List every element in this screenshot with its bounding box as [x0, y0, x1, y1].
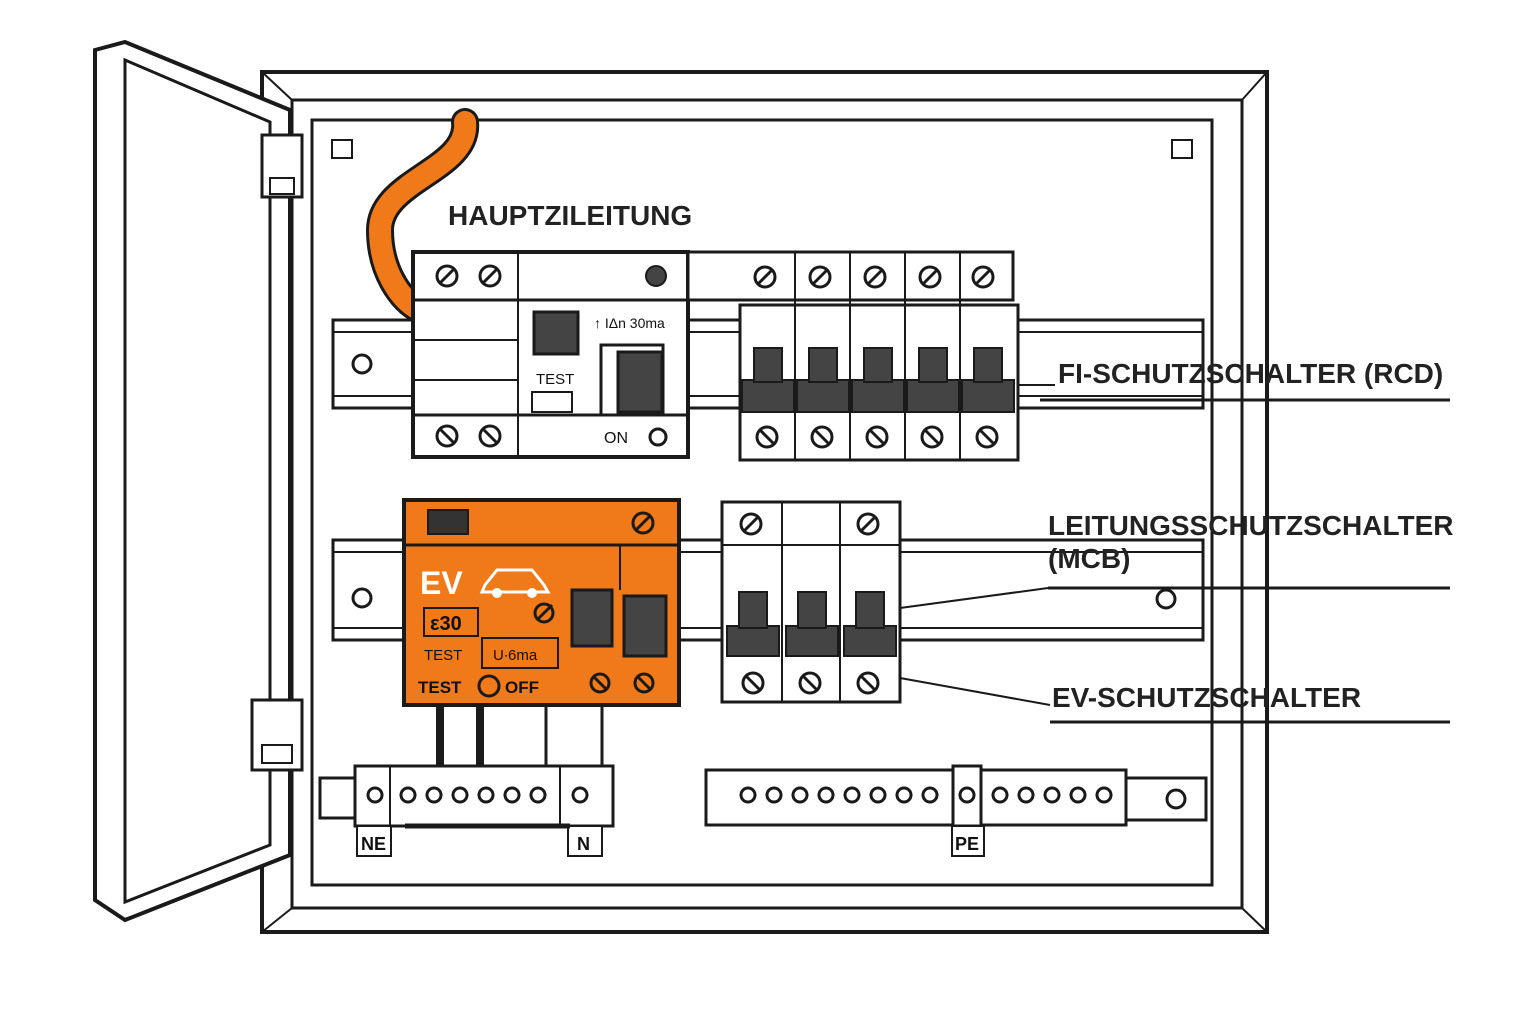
ev-mcb-1[interactable] — [726, 591, 780, 695]
pe-terminal-block: PE — [704, 764, 1208, 857]
ev-mcb-3[interactable] — [843, 591, 897, 695]
door-hinge-icon — [250, 133, 304, 772]
label-rcd: FI-SCHUTZSCHALTER (RCD) — [1058, 358, 1443, 389]
label-mcb-line1: LEITUNGSSCHUTZSCHALTER — [1048, 510, 1453, 541]
rcd-test-button[interactable] — [532, 310, 580, 356]
rcd-test-label: TEST — [536, 371, 574, 388]
terminal-n-label: N — [577, 834, 590, 854]
rcd-rating: ↑ IΔn 30ma — [594, 315, 665, 331]
car-icon — [479, 568, 551, 598]
rcd-main-lever[interactable] — [616, 350, 664, 414]
label-main-supply: HAUPTZILEITUNG — [448, 200, 692, 231]
cabinet-door[interactable] — [93, 39, 304, 923]
terminal-pe-label: PE — [955, 834, 979, 854]
indicator-dot — [645, 265, 667, 287]
rcd-on-label: ON — [604, 430, 628, 447]
ev-test-small-label: TEST — [424, 647, 462, 664]
screw-icon — [435, 264, 502, 448]
rcd-module[interactable]: ↑ IΔn 30ma TEST ON — [411, 250, 690, 459]
mcb-breaker-2[interactable] — [796, 252, 851, 460]
label-mcb-line2: (MCB) — [1048, 543, 1130, 574]
mcb-breaker-5[interactable] — [961, 265, 1015, 449]
ev-output-cables — [436, 705, 604, 770]
ev-rating: ε30 — [430, 613, 462, 635]
neutral-terminal-block: NE N — [318, 764, 615, 857]
ev-fault-current: U∙6ma — [493, 647, 538, 664]
mount-hole-top-left — [331, 139, 353, 159]
mount-hole-top-right — [1171, 139, 1193, 159]
mcb-row-ev — [720, 500, 902, 704]
mcb-breaker-4[interactable] — [906, 252, 961, 460]
mcb-row-top — [686, 250, 1020, 462]
ev-lever-2[interactable] — [622, 594, 668, 658]
ev-off-label: OFF — [505, 678, 539, 697]
label-ev-breaker: EV-SCHUTZSCHALTER — [1052, 682, 1361, 713]
ev-title: EV — [420, 565, 463, 601]
mcb-breaker-3[interactable] — [851, 252, 906, 460]
ev-lever-1[interactable] — [570, 588, 614, 648]
mcb-breaker-1[interactable] — [741, 252, 796, 460]
ev-mcb-2[interactable] — [785, 591, 839, 695]
ev-protection-module[interactable]: EV ε30 TEST U∙6ma TEST OFF — [402, 498, 681, 707]
ev-test-button[interactable] — [477, 674, 501, 698]
terminal-ne-label: NE — [361, 834, 386, 854]
callout-lines — [899, 384, 1450, 724]
ev-test-button-label: TEST — [418, 678, 462, 697]
